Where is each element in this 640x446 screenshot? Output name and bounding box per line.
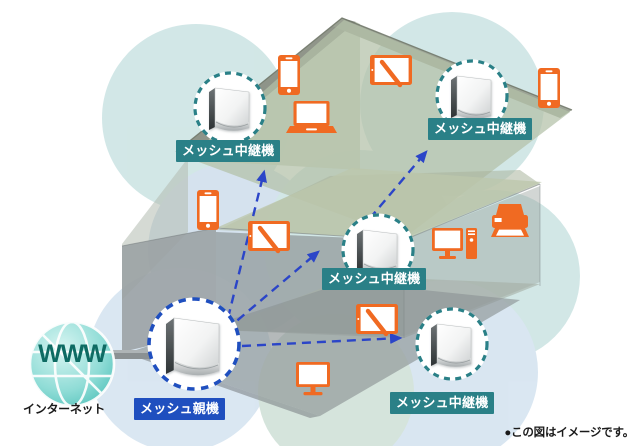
globe-www-icon — [28, 320, 116, 408]
label-repeater-middle: メッシュ中継機 — [322, 268, 427, 290]
monitor-icon-floor1 — [296, 362, 330, 396]
link-parent-to-middle — [225, 250, 320, 331]
internet-cable — [112, 350, 164, 359]
node-router-parent[interactable] — [147, 297, 241, 391]
router-device-icon — [431, 323, 472, 367]
label-repeater-upper-left: メッシュ中継機 — [176, 140, 281, 162]
router-device-icon — [451, 75, 492, 119]
smartphone-icon-attic-left — [278, 55, 300, 95]
tablet-stylus-icon-floor2-left — [248, 221, 290, 254]
printer-icon-floor2-right — [491, 204, 529, 237]
router-device-icon — [166, 317, 220, 376]
desktop-pc-icon-floor2-right — [432, 228, 477, 259]
smartphone-icon-floor2-left — [197, 190, 219, 230]
label-repeater-lower-right: メッシュ中継機 — [390, 392, 495, 414]
node-repeater-upper-right[interactable] — [435, 59, 509, 133]
label-repeater-upper-right: メッシュ中継機 — [428, 118, 533, 140]
laptop-icon-attic — [286, 101, 337, 133]
router-device-icon — [357, 229, 398, 273]
ground-floor-slab — [130, 282, 520, 416]
link-parent-to-lower-right — [241, 333, 403, 348]
link-parent-to-upper-left — [226, 169, 267, 319]
label-router-parent: メッシュ親機 — [134, 398, 226, 420]
internet-caption: インターネット — [23, 402, 105, 416]
device-icons-group — [197, 55, 560, 396]
tablet-stylus-icon-attic-center — [370, 55, 412, 88]
smartphone-icon-attic-right — [538, 68, 560, 108]
router-device-icon — [209, 87, 250, 131]
image-disclaimer-note: ●この図はイメージです。 — [504, 427, 634, 439]
second-floor-ceiling-top — [216, 168, 542, 240]
node-repeater-upper-left[interactable] — [193, 71, 267, 145]
node-repeater-lower-right[interactable] — [415, 307, 489, 381]
tablet-stylus-icon-floor1-center — [356, 304, 398, 337]
